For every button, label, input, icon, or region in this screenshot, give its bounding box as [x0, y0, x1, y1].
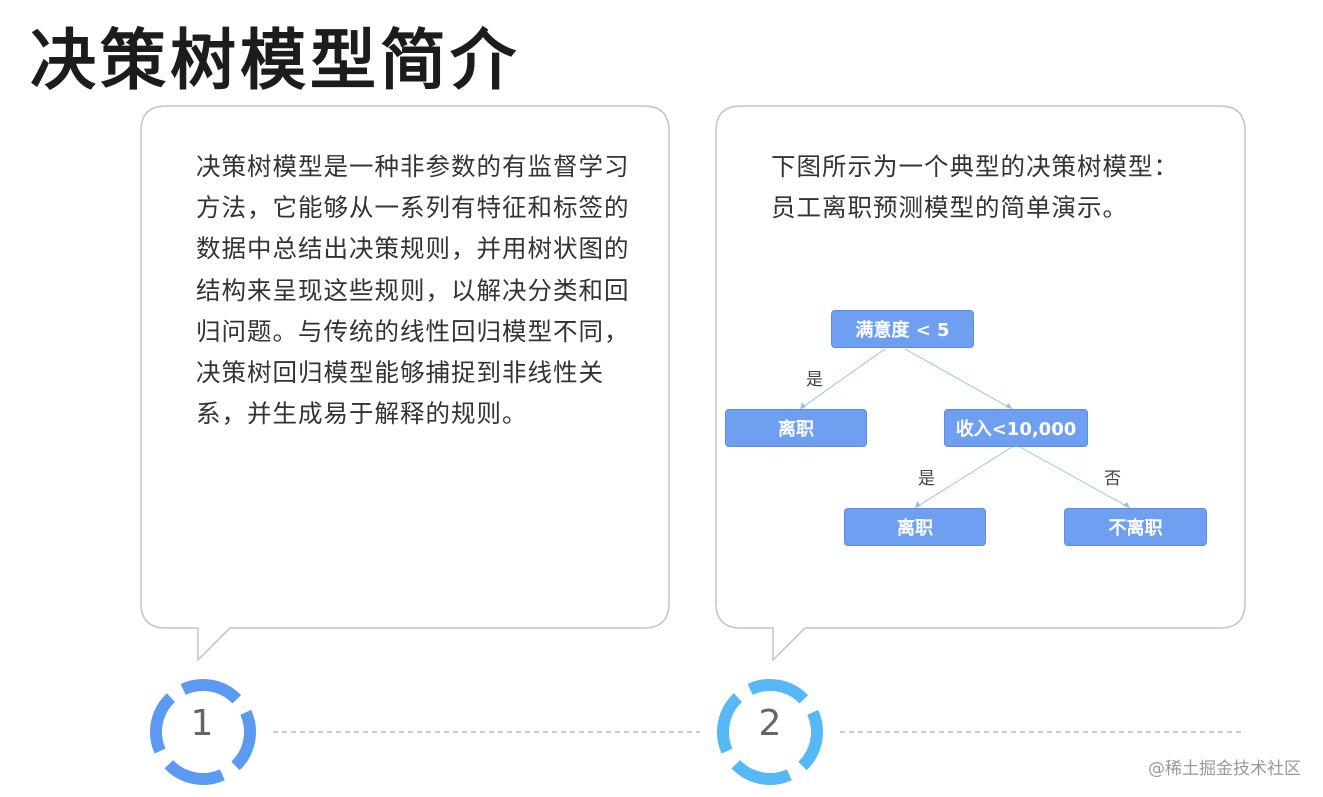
- page-title: 决策树模型简介: [30, 22, 520, 99]
- tree-left-leaf: 离职: [725, 409, 867, 447]
- watermark: @稀土掘金技术社区: [1148, 759, 1301, 779]
- tree-bottom-right-leaf: 不离职: [1064, 508, 1207, 546]
- left-card-frame: [140, 105, 670, 662]
- tree-income-node: 收入<10,000: [944, 409, 1088, 447]
- edge-label-yes-1: 是: [806, 370, 823, 390]
- step-number-1: 1: [190, 703, 214, 744]
- edge-label-no: 否: [1104, 469, 1121, 489]
- arrow-income-left: [915, 501, 921, 508]
- step-number-2: 2: [758, 703, 782, 744]
- arrow-left: [800, 402, 806, 409]
- right-card-text: 下图所示为一个典型的决策树模型：员工离职预测模型的简单演示。: [771, 152, 1179, 223]
- tree-bottom-left-leaf: 离职: [844, 508, 986, 546]
- tree-root-node: 满意度 < 5: [831, 310, 974, 348]
- tree-edges: [799, 348, 1131, 509]
- edge-root-right: [904, 348, 1013, 410]
- left-card-text: 决策树模型是一种非参数的有监督学习方法，它能够从一系列有特征和标签的数据中总结出…: [196, 152, 630, 429]
- edge-root-left: [799, 348, 886, 410]
- step-ring-1: [150, 678, 256, 785]
- edge-income-right: [1019, 446, 1131, 509]
- arrow-income-right: [1123, 502, 1130, 508]
- step-ring-2: [717, 679, 823, 785]
- arrow-right: [1005, 403, 1012, 409]
- edge-label-yes-2: 是: [918, 469, 935, 489]
- edge-income-left: [914, 446, 1013, 509]
